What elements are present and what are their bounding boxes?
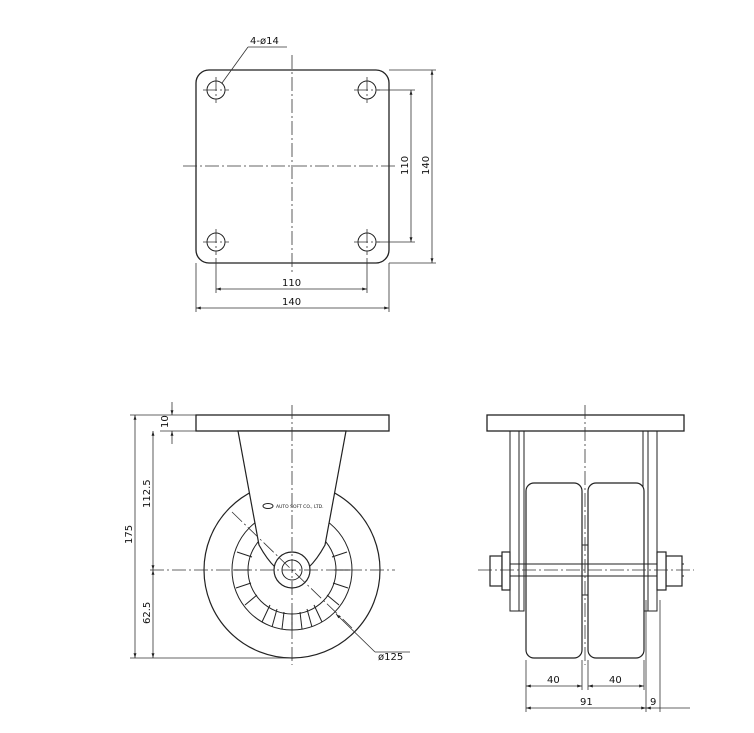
- bolt-washer-left: [501, 551, 511, 591]
- dim-wheel-diameter: ø125: [335, 613, 410, 663]
- mounting-plate: [195, 69, 390, 264]
- dim-plate-thickness: 10: [160, 402, 196, 444]
- top-view: 4-ø14 110 140 110 140: [183, 36, 436, 312]
- dim-plate-width: 140: [195, 263, 390, 312]
- dim-label: 112.5: [142, 479, 153, 508]
- dim-bolt-spacing-vertical: 110: [377, 89, 415, 243]
- dim-wheel-width-2: 40: [587, 660, 645, 690]
- dim-label: 110: [282, 278, 301, 289]
- dim-plate-height: 140: [389, 69, 436, 264]
- wheel-right: [587, 482, 645, 659]
- brand-logo: [262, 503, 274, 509]
- dim-label: 40: [547, 675, 560, 686]
- side-view: AUTO SOFT CO., LTD. 10 112.5 175 62.5: [124, 402, 410, 665]
- front-view: 40 40 91 9: [478, 405, 694, 712]
- dim-label: 40: [609, 675, 622, 686]
- bolt-head-left: [489, 555, 503, 587]
- dim-label: 62.5: [142, 602, 153, 624]
- centerline-diag: [231, 511, 353, 629]
- fork-leg-left: [509, 430, 520, 612]
- dim-label: 91: [580, 697, 593, 708]
- dim-label: 110: [400, 156, 411, 175]
- bolt-hole: [203, 229, 229, 255]
- fork-leg-inner-left: [518, 430, 525, 612]
- dim-offset: 9: [646, 600, 690, 712]
- front-plate: [486, 414, 685, 432]
- dim-label: 175: [124, 525, 135, 544]
- fork-leg-right: [647, 430, 658, 612]
- nut-washer-right: [656, 551, 667, 591]
- bolt-hole: [354, 77, 380, 103]
- dim-label: 140: [282, 297, 301, 308]
- nut-right: [665, 555, 683, 587]
- hole-callout: 4-ø14: [221, 36, 287, 84]
- dim-total-height: 175: [124, 414, 292, 659]
- dim-label: ø125: [378, 652, 403, 663]
- bolt-hole: [203, 77, 229, 103]
- dim-bolt-spacing-horizontal: 110: [215, 258, 368, 293]
- side-plate: [195, 414, 390, 432]
- dim-upper-height: 112.5: [142, 431, 155, 570]
- dim-label: 10: [160, 415, 171, 428]
- dim-lower-height: 62.5: [142, 570, 155, 658]
- bolt-hole: [354, 229, 380, 255]
- brand-text: AUTO SOFT CO., LTD.: [276, 504, 324, 510]
- dim-overall-width: 91: [526, 600, 647, 712]
- dim-label: 9: [650, 697, 656, 708]
- hole-note-label: 4-ø14: [250, 36, 279, 47]
- wheel-ribs: [234, 551, 350, 630]
- dim-label: 140: [421, 156, 432, 175]
- dim-wheel-width-1: 40: [525, 660, 583, 712]
- wheel-left: [525, 482, 583, 659]
